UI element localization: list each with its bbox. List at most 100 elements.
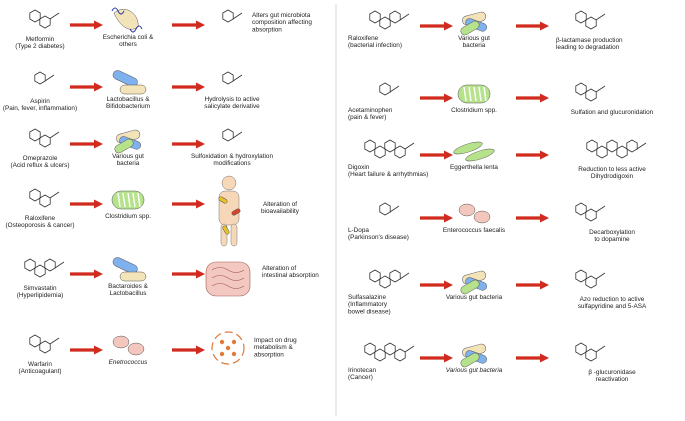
bacteria-illustration xyxy=(112,335,145,356)
arrow-bacteria-to-effect xyxy=(172,345,205,355)
effect-label-line: intestinal absorption xyxy=(262,272,319,279)
molecule-ring xyxy=(394,348,406,362)
drug-label: Metformin(Type 2 diabetes) xyxy=(15,36,64,50)
molecule-ring xyxy=(369,269,381,283)
effect-label-line: β -glucuronidase xyxy=(588,369,636,376)
molecule-ring xyxy=(29,9,41,23)
bacteria-label-line: Clostridium spp. xyxy=(451,107,497,114)
drug-label: Warfarin(Anticoagulant) xyxy=(19,361,62,375)
arrow-drug-to-bacteria xyxy=(420,93,453,103)
bacteria-label-line: Lactobacillus & xyxy=(107,96,151,103)
bacterium-stripe xyxy=(468,86,472,102)
drug-label: Irinotecan(Cancer) xyxy=(348,367,377,381)
molecule-ring xyxy=(39,134,51,148)
molecule-bond xyxy=(232,12,243,20)
molecule-ring xyxy=(575,10,587,24)
flagella xyxy=(129,25,143,33)
effect-label-line: sulfapyridine and 5-ASA xyxy=(578,303,647,310)
arrow-bacteria-to-effect xyxy=(516,150,549,160)
molecule-ring xyxy=(34,264,46,278)
bacteria-label: Enetrococcus xyxy=(109,359,149,366)
drug-label-line: Metformin xyxy=(26,36,55,43)
bacteria-label-line: Eggerthella lenta xyxy=(450,164,498,171)
drug-label: Acetaminophen(pain & fever) xyxy=(348,107,393,121)
drug-label-line: Acetaminophen xyxy=(348,107,393,114)
drug-label: Simvastatin(Hyperlipidemia) xyxy=(17,285,64,299)
molecule-bond xyxy=(399,272,410,280)
molecule-bond xyxy=(389,205,400,213)
molecule-ring xyxy=(44,258,56,272)
bacterium-stripe xyxy=(473,86,477,102)
drug-label-line: Warfarin xyxy=(28,361,52,368)
drug-structure xyxy=(369,10,410,30)
effect-label: Sulfation and glucuronidation xyxy=(571,109,654,116)
effect-label-line: reactivation xyxy=(596,376,629,383)
drug-structure xyxy=(379,202,400,216)
molecule-ring xyxy=(626,139,638,153)
bacteria-label: Clostridium spp. xyxy=(105,213,151,220)
intestine-icon xyxy=(205,261,251,297)
body-head xyxy=(221,175,237,191)
drug-label-line: (Acid reflux & ulcers) xyxy=(11,162,70,169)
effect-label-line: Alteration of xyxy=(263,201,297,208)
drug-label-line: Digoxin xyxy=(348,164,370,171)
network-node xyxy=(231,339,237,345)
effect-label-line: absorption xyxy=(252,26,282,33)
bacterium-green xyxy=(465,148,495,162)
intestine-outline xyxy=(205,261,251,297)
effect-label-line: Azo reduction to active xyxy=(580,296,645,303)
drug-label-line: (bacterial infection) xyxy=(348,42,402,49)
molecule-ring xyxy=(379,202,391,216)
intestine-fold xyxy=(211,267,245,273)
bacterium-stripe xyxy=(478,86,482,102)
arrow-bacteria-to-effect xyxy=(172,82,205,92)
arrow-drug-to-bacteria xyxy=(420,21,453,31)
bacterium-stripe xyxy=(117,192,121,208)
drug-label: L-Dopa(Parkinson's disease) xyxy=(348,227,409,241)
arrow-bacteria-to-effect xyxy=(172,20,205,30)
bacteria-label-line: bacteria xyxy=(463,42,486,49)
metabolite-structure xyxy=(222,128,243,142)
drug-label-line: Sulfasalazine xyxy=(348,294,386,301)
bacteria-illustration xyxy=(112,257,147,282)
drug-label-line: L-Dopa xyxy=(348,227,369,234)
molecule-ring xyxy=(222,9,234,23)
drug-structure xyxy=(29,188,60,208)
effect-label-line: leading to degradation xyxy=(556,44,620,51)
arrow-bacteria-to-effect xyxy=(516,21,549,31)
bacterium-beige xyxy=(119,271,147,282)
molecule-ring xyxy=(39,194,51,208)
molecule-ring xyxy=(379,275,391,289)
bacteria-label-line: Bactaroides & xyxy=(108,283,149,290)
molecule-ring xyxy=(585,88,597,102)
drug-label-line: (Parkinson's disease) xyxy=(348,234,409,241)
effect-label-line: Alteration of xyxy=(262,265,296,272)
body-leg xyxy=(230,223,238,247)
drug-label-line: (Heart failure & arrhythmias) xyxy=(348,171,428,178)
effect-label-line: metabolism & xyxy=(254,344,293,351)
drug-label-line: Simvastatin xyxy=(23,285,56,292)
bacterium-stripe xyxy=(127,192,131,208)
bacterium-beige xyxy=(113,9,139,30)
drug-label-line: (Osteoporosis & cancer) xyxy=(6,222,75,229)
molecule-ring xyxy=(364,139,376,153)
effect-label-line: Hydrolysis to active xyxy=(204,96,259,103)
bacteria-label: Various gut bacteria xyxy=(446,367,503,374)
molecule-ring xyxy=(389,10,401,24)
bacteria-label-line: bacteria xyxy=(117,160,140,167)
effect-label-line: Alters gut microbiota xyxy=(252,12,311,19)
molecule-bond xyxy=(389,85,400,93)
molecule-ring xyxy=(616,145,628,159)
drug-structure xyxy=(24,258,65,278)
bacteria-illustration xyxy=(460,11,487,36)
molecule-ring xyxy=(384,342,396,356)
drug-structure xyxy=(369,269,410,289)
molecule-ring xyxy=(585,275,597,289)
